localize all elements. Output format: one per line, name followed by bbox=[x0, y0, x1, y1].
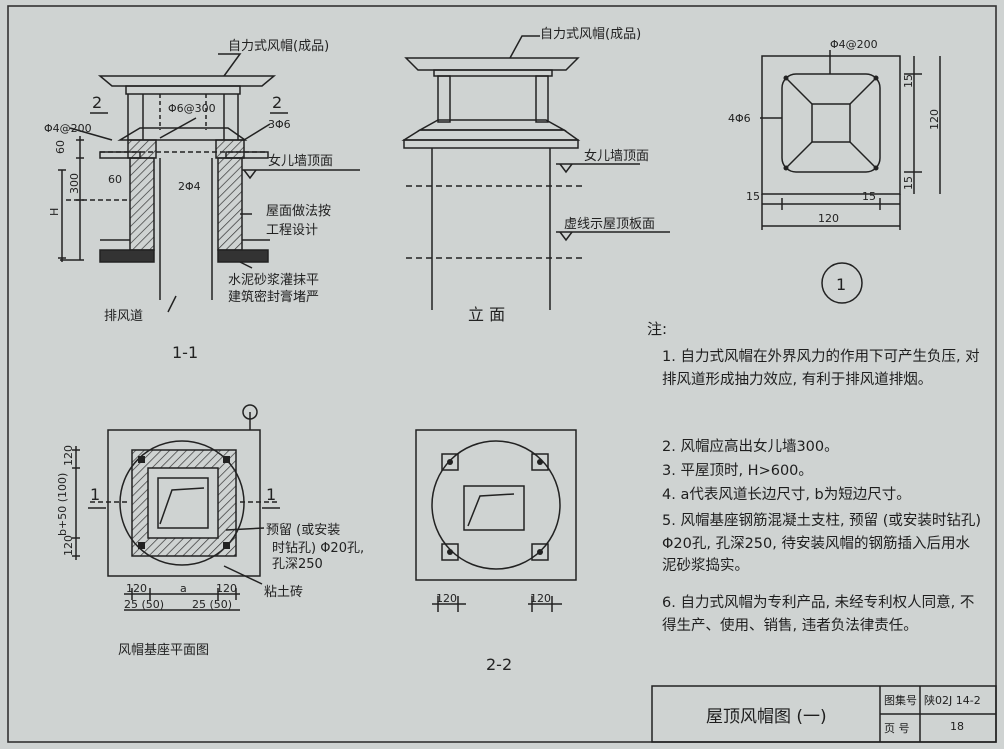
section-2-2-title: 2-2 bbox=[486, 655, 512, 674]
label-phi4-at-200: Φ4@200 bbox=[44, 122, 92, 135]
plan-marker-1-right: 1 bbox=[266, 485, 276, 504]
plan-marker-1-left: 1 bbox=[90, 485, 100, 504]
note-number: 2. bbox=[662, 439, 681, 455]
section-1-1-drawing bbox=[58, 53, 360, 313]
label-exhaust: 排风道 bbox=[104, 309, 143, 324]
note-text: 自力式风帽在外界风力的作用下可产生负压, 对排风道形成抽力效应, 有利于排风道排… bbox=[662, 349, 980, 388]
note-item: 1. 自力式风帽在外界风力的作用下可产生负压, 对排风道形成抽力效应, 有利于排… bbox=[662, 346, 982, 391]
sec22-dim120-left: 120 bbox=[436, 592, 457, 605]
label-3phi6: 3Φ6 bbox=[268, 118, 291, 131]
note-item: 2. 风帽应高出女儿墙300。 bbox=[662, 436, 982, 459]
plan-hole-1: 预留 (或安装 bbox=[266, 523, 340, 538]
note-number: 1. bbox=[662, 349, 681, 365]
label-cement-2: 建筑密封膏堵严 bbox=[228, 289, 319, 305]
page-number-value: 18 bbox=[950, 720, 964, 733]
plan-dim-b: b+50 (100) bbox=[56, 473, 69, 536]
label-phi6-at-300: Φ6@300 bbox=[168, 102, 216, 115]
label-cap-1: 自力式风帽(成品) bbox=[228, 38, 329, 54]
detail-1-drawing bbox=[760, 50, 941, 304]
label-cement-1: 水泥砂浆灌抹平 bbox=[228, 273, 319, 288]
note-text: 平屋顶时, H>600。 bbox=[680, 463, 813, 479]
note-item: 3. 平屋顶时, H>600。 bbox=[662, 460, 982, 483]
detail-dim15-right: 15 bbox=[862, 190, 876, 203]
plan-dim25-right: 25 (50) bbox=[192, 598, 232, 611]
note-item: 4. a代表风道长边尺寸, b为短边尺寸。 bbox=[662, 484, 982, 507]
detail-dim15-left: 15 bbox=[746, 190, 760, 203]
sec22-dim120-right: 120 bbox=[530, 592, 551, 605]
plan-dim120-left: 120 bbox=[126, 582, 147, 595]
page-number-label: 页 号 bbox=[884, 722, 910, 735]
detail-4phi6: 4Φ6 bbox=[728, 112, 751, 125]
section-marker-2-left: 2 bbox=[92, 93, 102, 112]
plan-dim120-right: 120 bbox=[216, 582, 237, 595]
elevation-title: 立 面 bbox=[468, 305, 505, 324]
atlas-number-value: 陕02J 14-2 bbox=[924, 694, 981, 707]
note-number: 3. bbox=[662, 463, 681, 479]
detail-dim15-top: 15 bbox=[902, 74, 915, 88]
note-number: 4. bbox=[662, 487, 681, 503]
dim-60b: 60 bbox=[108, 173, 122, 186]
title-block-title: 屋顶风帽图 (一) bbox=[706, 707, 827, 727]
label-cap-2: 自力式风帽(成品) bbox=[540, 26, 641, 42]
label-roof-2: 工程设计 bbox=[266, 223, 318, 238]
plan-dim25-left: 25 (50) bbox=[124, 598, 164, 611]
dim-60: 60 bbox=[54, 140, 67, 154]
section-2-2-drawing bbox=[415, 429, 577, 612]
label-2phi4: 2Φ4 bbox=[178, 180, 201, 193]
note-number: 5. bbox=[662, 513, 681, 529]
title-block bbox=[651, 685, 997, 743]
note-number: 6. bbox=[662, 595, 681, 611]
detail-number: 1 bbox=[836, 275, 846, 294]
plan-hole-3: 孔深250 bbox=[272, 557, 323, 572]
label-dashed-roof: 虚线示屋顶板面 bbox=[564, 217, 655, 232]
atlas-number-label: 图集号 bbox=[884, 694, 917, 707]
plan-brick: 粘土砖 bbox=[264, 585, 303, 600]
base-plan-drawing bbox=[72, 404, 280, 611]
plan-dim120-bottom: 120 bbox=[62, 535, 75, 556]
note-text: 自力式风帽为专利产品, 未经专利权人同意, 不得生产、使用、销售, 违者负法律责… bbox=[662, 595, 975, 634]
detail-dim15-bottom: 15 bbox=[902, 176, 915, 190]
plan-hole-2: 时钻孔) Φ20孔, bbox=[272, 541, 364, 556]
note-text: a代表风道长边尺寸, b为短边尺寸。 bbox=[680, 487, 911, 503]
detail-phi4: Φ4@200 bbox=[830, 38, 878, 51]
note-text: 风帽应高出女儿墙300。 bbox=[680, 439, 839, 455]
detail-dim120-vert: 120 bbox=[928, 109, 941, 130]
note-item: 6. 自力式风帽为专利产品, 未经专利权人同意, 不得生产、使用、销售, 违者负… bbox=[662, 592, 982, 637]
label-roof-1: 屋面做法按 bbox=[266, 204, 331, 219]
note-text: 风帽基座钢筋混凝土支柱, 预留 (或安装时钻孔) Φ20孔, 孔深250, 待安… bbox=[662, 513, 982, 574]
dim-H: H bbox=[48, 208, 61, 216]
section-marker-2-right: 2 bbox=[272, 93, 282, 112]
section-1-1-title: 1-1 bbox=[172, 343, 198, 362]
note-item: 5. 风帽基座钢筋混凝土支柱, 预留 (或安装时钻孔) Φ20孔, 孔深250,… bbox=[662, 510, 982, 578]
plan-dim-a: a bbox=[180, 582, 187, 595]
detail-dim120-horiz: 120 bbox=[818, 212, 839, 225]
label-parapet-2: 女儿墙顶面 bbox=[584, 148, 649, 164]
base-plan-title: 风帽基座平面图 bbox=[118, 642, 209, 658]
plan-dim120-top: 120 bbox=[62, 445, 75, 466]
sheet-frame bbox=[7, 5, 997, 743]
notes-title: 注: bbox=[647, 320, 668, 338]
label-parapet-1: 女儿墙顶面 bbox=[268, 153, 333, 169]
dim-300: 300 bbox=[68, 173, 81, 194]
elevation-drawing bbox=[401, 35, 670, 310]
